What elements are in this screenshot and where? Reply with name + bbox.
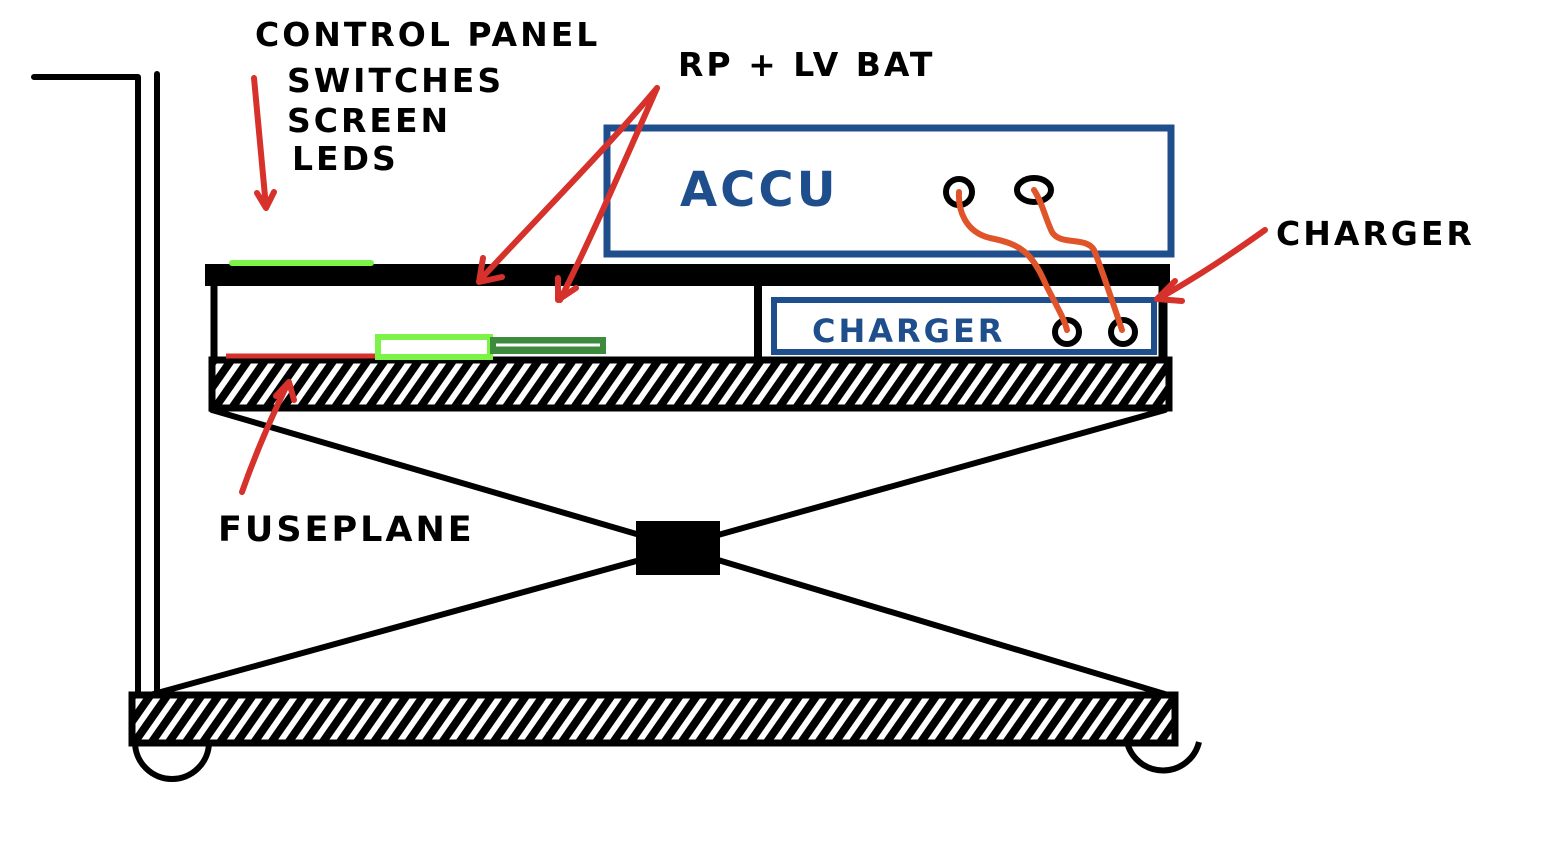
label-switches: SWITCHES — [287, 61, 504, 100]
charge-cable-1 — [955, 189, 1070, 333]
bottom-platform — [128, 691, 1179, 747]
scissor-frame — [147, 407, 1171, 698]
rp-board — [375, 334, 493, 360]
label-screen: SCREEN — [287, 101, 451, 140]
charge-cable-2 — [1031, 187, 1125, 333]
label-leds: LEDS — [292, 139, 399, 178]
label-control-panel: CONTROL PANEL — [255, 15, 600, 54]
charger-box — [771, 297, 1157, 355]
wheels — [132, 741, 1202, 782]
cart-handle — [31, 71, 160, 703]
wheel-right — [1124, 741, 1202, 774]
label-charger-callout: CHARGER — [1276, 214, 1475, 253]
arrow-charger — [1154, 227, 1268, 304]
charger-box-label: CHARGER — [812, 312, 1005, 350]
label-fuseplane: FUSEPLANE — [218, 510, 475, 550]
top-platform — [208, 356, 1173, 412]
annotation-arrows — [239, 75, 1268, 495]
arrow-control-panel — [251, 75, 277, 211]
top-shelf — [205, 264, 1170, 286]
accu-label: ACCU — [680, 162, 839, 218]
arrow-rp-1 — [476, 85, 660, 285]
wheel-left — [132, 741, 212, 782]
charge-cables — [955, 187, 1125, 333]
arrow-fuseplane — [239, 379, 297, 495]
accu-box — [603, 124, 1175, 258]
arrow-rp-2 — [555, 85, 660, 303]
label-rp-lv-bat: RP + LV BAT — [678, 45, 935, 84]
scissor-pivot — [636, 521, 720, 575]
